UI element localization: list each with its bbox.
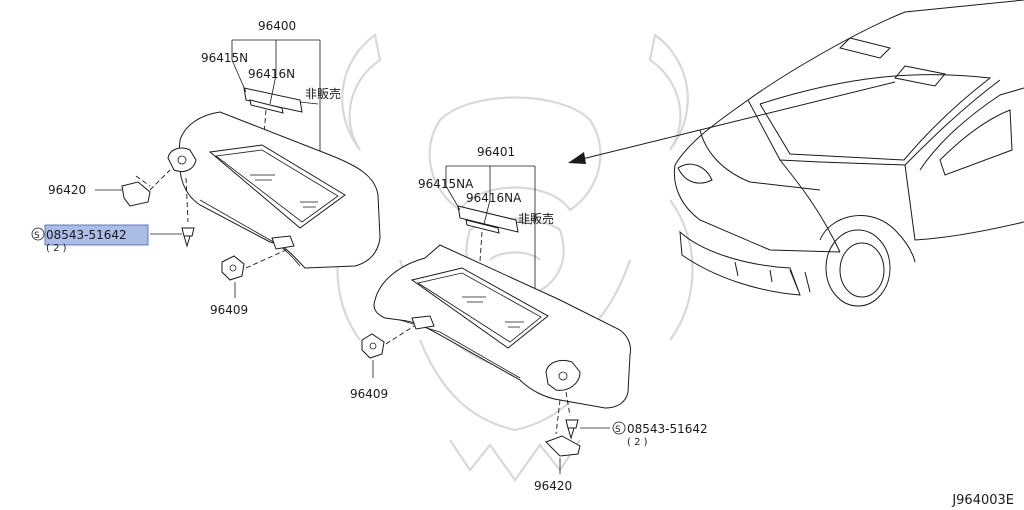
screw-left: [181, 227, 195, 248]
visor-holder-right: [545, 435, 581, 457]
label-screw-qty-left: ( 2 ): [46, 243, 67, 254]
label-visor-assy-right: 96401: [477, 145, 515, 159]
label-mirror-cover-right: 96415NA: [418, 177, 474, 191]
screw-part-number-highlight: [44, 224, 149, 246]
label-hook-right: 96409: [350, 387, 388, 401]
mirror-lid-strip-right: [465, 219, 500, 234]
mirror-cover-strip-left: [243, 87, 303, 113]
label-mirror-cover-left: 96415N: [201, 51, 248, 65]
vanity-mirror-right: [410, 267, 549, 349]
label-mirror-lid-left: 96416N: [248, 67, 295, 81]
visor-hook-right: [361, 333, 385, 359]
screw-right: [565, 419, 579, 440]
screw-symbol-left: S: [34, 231, 40, 241]
visor-hinge-right: [545, 359, 581, 391]
label-mirror-lid-right: 96416NA: [466, 191, 522, 205]
visor-hinge-left: [167, 147, 197, 173]
location-arrow: [568, 81, 896, 164]
mirror-lid-strip-left: [249, 99, 284, 114]
visor-holder-left: [121, 181, 151, 207]
mirror-cover-strip-right: [457, 205, 519, 233]
label-holder-left: 96420: [48, 183, 86, 197]
label-not-sold-right: 非販売: [518, 211, 554, 226]
left-visor-group: 96400 96415N 96416N 非販売 96420 S 08543-: [31, 19, 381, 317]
label-visor-assy-left: 96400: [258, 19, 296, 33]
label-screw-right: 08543-51642: [627, 422, 708, 436]
label-not-sold-left: 非販売: [305, 86, 341, 101]
label-hook-left: 96409: [210, 303, 248, 317]
screw-symbol-right: S: [615, 425, 621, 435]
right-visor-group: 96401 96415NA 96416NA 非販売 96409 S 08543-…: [350, 145, 708, 493]
label-screw-left: 08543-51642: [46, 228, 127, 242]
watermark-emblem: [336, 33, 694, 482]
label-holder-right: 96420: [534, 479, 572, 493]
visor-hook-left: [221, 255, 245, 281]
label-screw-qty-right: ( 2 ): [627, 437, 648, 448]
vehicle-outline: [673, 0, 1024, 307]
diagram-code: J964003E: [951, 493, 1014, 508]
